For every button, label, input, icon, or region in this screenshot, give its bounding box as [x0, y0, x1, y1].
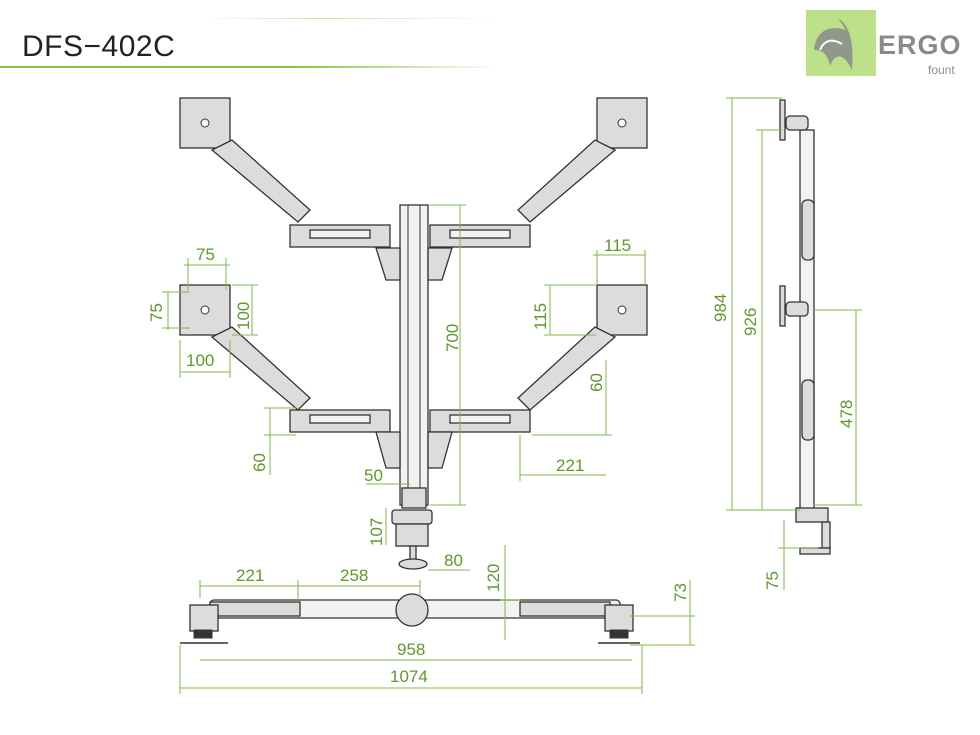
dim-top-73: 73 — [671, 583, 690, 602]
dim-top-258: 258 — [340, 566, 368, 585]
dim-top-221: 221 — [236, 566, 264, 585]
top-right-head — [604, 604, 634, 632]
central-pole — [399, 204, 429, 506]
bracket-lower-left — [375, 431, 401, 469]
dim-pole-height: 700 — [443, 324, 462, 352]
dim-top-1074: 1074 — [390, 667, 428, 686]
ergofount-logo — [806, 10, 876, 76]
arm-upper-left — [210, 139, 311, 223]
pole-base — [401, 487, 427, 509]
top-left-segment — [209, 601, 301, 617]
dim-top-120: 120 — [484, 564, 503, 592]
front-view: 75 75 100 100 60 50 700 115 115 60 221 1… — [147, 97, 648, 571]
logo-swoosh-icon — [814, 18, 853, 70]
clamp-knob — [398, 558, 428, 570]
side-plate-upper — [779, 99, 786, 141]
clamp-body — [395, 523, 429, 547]
side-view: 984 926 478 75 — [711, 97, 862, 590]
dim-side-984: 984 — [711, 294, 730, 322]
dim-right-115-height: 115 — [531, 303, 550, 330]
title-topline — [200, 18, 500, 19]
top-pole — [395, 593, 429, 627]
arm-lower-left — [210, 326, 311, 411]
dim-side-75: 75 — [763, 571, 782, 590]
dim-pole-width: 50 — [364, 466, 383, 485]
bracket-upper-right — [427, 247, 453, 281]
dim-top-958: 958 — [397, 640, 425, 659]
side-clamp-top — [795, 507, 829, 523]
dim-clamp-80: 80 — [444, 551, 463, 570]
top-view: 221 258 120 73 958 1074 — [179, 545, 695, 694]
dim-vesa-width: 75 — [196, 245, 215, 264]
dim-clamp-107: 107 — [367, 518, 386, 546]
logo-brand: ERGO — [878, 30, 962, 60]
top-right-segment — [519, 601, 611, 617]
dim-side-926: 926 — [741, 308, 760, 336]
top-left-head — [189, 604, 219, 632]
dim-right-115-width: 115 — [604, 236, 631, 255]
bracket-lower-right — [427, 431, 453, 469]
dim-side-478: 478 — [837, 400, 856, 428]
dim-vesa-height: 75 — [147, 303, 166, 322]
dim-right-221: 221 — [556, 456, 584, 475]
bracket-upper-left — [375, 247, 401, 281]
dim-tilt-60-left: 60 — [250, 453, 269, 472]
side-pole — [799, 129, 815, 511]
dim-right-60: 60 — [587, 373, 606, 392]
dim-vesa-height-100: 100 — [234, 302, 253, 330]
dim-vesa-width-100: 100 — [186, 351, 214, 370]
clamp-top — [391, 509, 433, 525]
arm-upper-right — [517, 139, 617, 223]
arm-lower-right — [517, 326, 617, 411]
page-title: DFS−402C — [22, 30, 176, 63]
logo-sub: fount — [928, 63, 955, 77]
title-underline — [0, 66, 500, 68]
side-plate-lower — [779, 285, 786, 327]
clamp-screw — [409, 545, 417, 561]
